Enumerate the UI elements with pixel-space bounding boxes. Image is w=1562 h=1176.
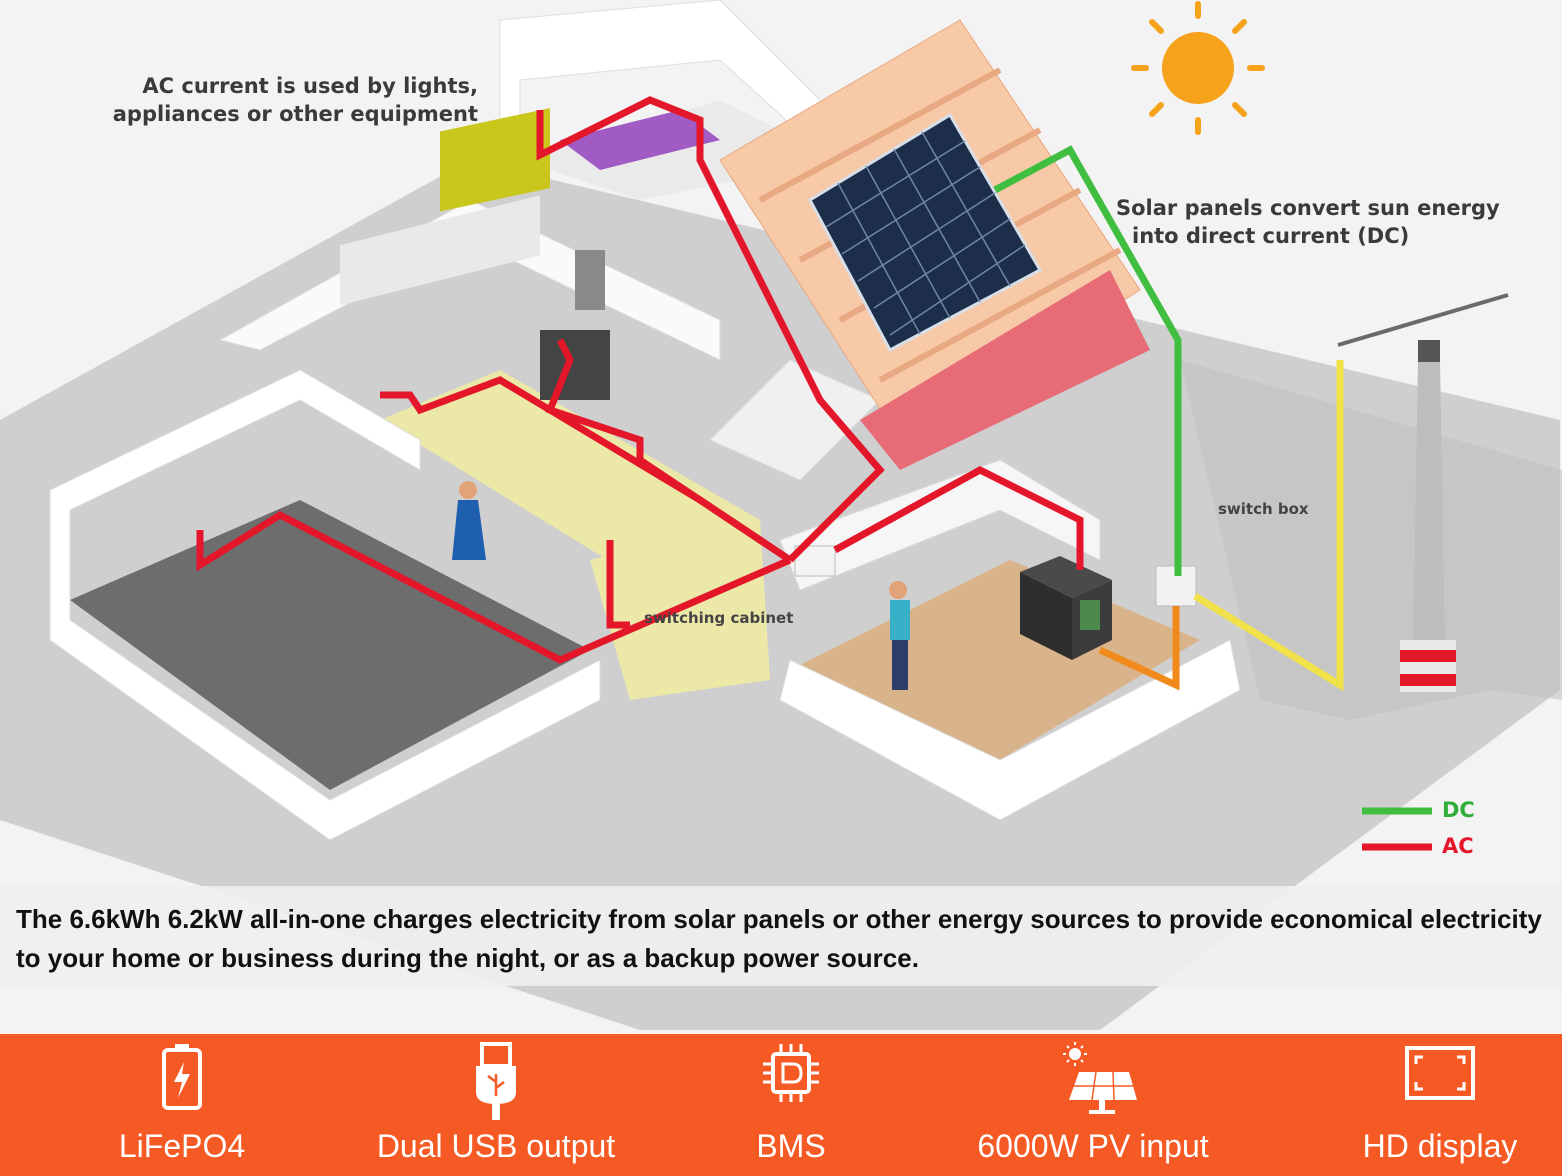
feature-bar: LiFePO4 Dual USB output BMS [0,1034,1562,1176]
switch-box-label: switch box [1218,500,1309,518]
ac-label-line1: AC current is used by lights, [142,74,478,98]
switching-cabinet [794,545,836,577]
person-dining [452,481,486,560]
battery-icon [162,1044,202,1110]
house-walls [49,369,601,841]
feature-lifepo4: LiFePO4 [32,1034,332,1176]
legend-ac-label: AC [1442,834,1474,858]
ac-current-label: AC current is used by lights, appliances… [96,72,478,128]
sun-icon [1131,1,1265,135]
solar-label-line2: into direct current (DC) [1132,224,1410,248]
feature-label: Dual USB output [376,1128,616,1164]
dc-line [993,145,1182,576]
battery-unit [1020,556,1112,660]
grid-line [1193,360,1344,692]
solar-label-line1: Solar panels convert sun energy [1116,196,1500,220]
person-garage [889,581,910,690]
ac-wiring [196,96,1084,664]
ground-plane [0,160,1560,1030]
feature-usb: Dual USB output [346,1034,646,1176]
feature-bms: BMS [641,1034,941,1176]
switching-cabinet-label: switching cabinet [644,609,794,627]
feature-pv-input: 6000W PV input [943,1034,1243,1176]
feature-hd-display: HD display [1290,1034,1562,1176]
chip-icon [763,1044,819,1102]
solar-label: Solar panels convert sun energy into dir… [1116,194,1516,250]
dining-floor [380,370,760,580]
solar-panel [808,112,1043,353]
feature-label: LiFePO4 [118,1128,246,1164]
utility-pole [1337,293,1509,692]
pv-line [1098,606,1180,691]
usb-icon [476,1042,516,1120]
feature-label: HD display [1362,1128,1518,1164]
caption-text: The 6.6kWh 6.2kW all-in-one charges elec… [16,904,1542,973]
living-room-floor [70,500,590,790]
display-icon [1405,1046,1475,1100]
caption-panel: The 6.6kWh 6.2kW all-in-one charges elec… [0,886,1562,986]
solar-panel-icon [1063,1042,1137,1114]
ac-label-line2: appliances or other equipment [112,102,478,126]
feature-label: BMS [756,1128,826,1164]
legend-dc-label: DC [1442,798,1475,822]
feature-label: 6000W PV input [977,1128,1209,1164]
